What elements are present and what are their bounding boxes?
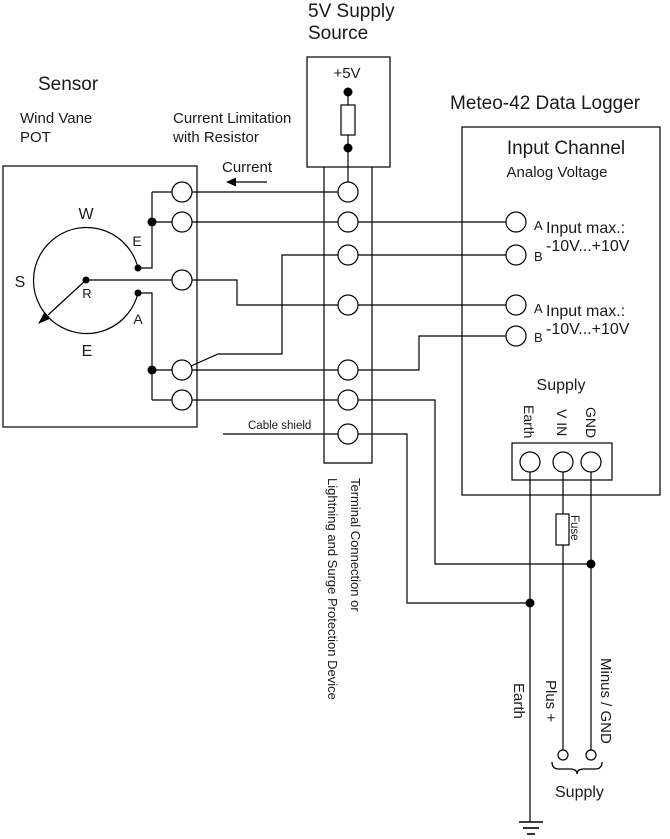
supply-plus-end <box>557 749 569 761</box>
analog-voltage-label: Analog Voltage <box>507 164 608 181</box>
wiper-arrow-head <box>38 311 51 324</box>
input1-a-label: A <box>534 218 543 233</box>
strip-terminal <box>337 244 359 266</box>
wire-diagonal-to-b1 <box>190 254 516 367</box>
input2-a-label: A <box>534 301 543 316</box>
current-arrow-head <box>226 177 236 187</box>
input1-max-label: Input max.: <box>546 220 625 237</box>
junction-dot <box>525 598 535 608</box>
sensor-terminal <box>171 269 193 291</box>
sensor-type-line1: Wind Vane <box>20 110 92 127</box>
pot-label-end-bottom: A <box>133 311 143 327</box>
wire-wiper-to-a2 <box>86 279 516 306</box>
fuse-label: Fuse <box>568 515 580 541</box>
plus5v-label: +5V <box>333 65 360 82</box>
ground-symbol <box>519 821 543 835</box>
strip-terminal <box>337 389 359 411</box>
pot-label-south: S <box>15 274 26 291</box>
resistor <box>340 104 356 136</box>
input-terminal-a2 <box>505 294 527 316</box>
supply-terminal-box <box>511 442 613 481</box>
supply-source-title-line1: 5V Supply <box>308 1 395 22</box>
pot-label-west: W <box>78 206 94 223</box>
strip-label-line1: Terminal Connection or <box>348 478 363 612</box>
strip-terminal <box>337 359 359 381</box>
symbols <box>38 177 603 835</box>
cable-shield-label: Cable shield <box>248 420 311 432</box>
wires <box>47 92 592 822</box>
strip-label-line2: Lightning and Surge Protection Device <box>325 478 340 700</box>
junction-dots <box>82 87 596 608</box>
sensor-terminal <box>171 181 193 203</box>
wire-row-gnd <box>152 399 591 565</box>
junction-dot <box>147 365 157 375</box>
pot-label-east-bottom: E <box>82 343 93 360</box>
bottom-plus-label: Plus + <box>542 680 559 722</box>
sensor-type-line2: POT <box>20 129 51 146</box>
sensor-title: Sensor <box>38 74 99 95</box>
junction-dot <box>147 217 157 227</box>
fuse <box>555 513 570 546</box>
supply-vin-label: V IN <box>554 409 570 436</box>
input-channel-title: Input Channel <box>507 138 625 159</box>
junction-dot <box>586 559 596 569</box>
supply-block-title: Supply <box>537 377 586 394</box>
input2-range-label: -10V...+10V <box>546 321 630 338</box>
strip-terminal <box>337 423 359 445</box>
input-terminal-b2 <box>505 325 527 347</box>
supply-terminal-gnd <box>580 451 602 473</box>
input-terminal-b1 <box>505 244 527 266</box>
supply-earth-label: Earth <box>521 405 537 438</box>
input1-range-label: -10V...+10V <box>546 238 630 255</box>
pot-end-dot <box>134 264 142 272</box>
sensor-terminal <box>171 359 193 381</box>
pot-label-wiper: R <box>82 286 91 301</box>
input2-b-label: B <box>534 330 543 345</box>
terminals <box>171 181 602 761</box>
bottom-minus-label: Minus / GND <box>597 658 614 744</box>
input-channel-box <box>461 126 661 496</box>
pot-end-dot <box>134 289 142 297</box>
current-limitation-line1: Current Limitation <box>173 110 291 127</box>
junction-dot <box>343 143 353 153</box>
input1-b-label: B <box>534 249 543 264</box>
wire-sensor-left-bus <box>138 192 153 269</box>
terminal-strip-outline <box>323 167 373 464</box>
sensor-terminal <box>171 389 193 411</box>
wire-row-b2 <box>152 335 516 371</box>
pot-circle <box>32 226 139 335</box>
bottom-earth-label: Earth <box>510 683 527 719</box>
logger-title: Meteo-42 Data Logger <box>450 93 641 114</box>
supply-source-title-line2: Source <box>308 23 368 44</box>
sensor-box <box>2 165 198 428</box>
supply-terminal-earth <box>519 451 541 473</box>
input-terminal-a1 <box>505 211 527 233</box>
strip-terminal <box>337 181 359 203</box>
boxes <box>2 56 661 546</box>
pot-wiper-dot <box>82 276 90 284</box>
pot-wiper-line <box>47 279 87 316</box>
supply-gnd-label: GND <box>583 407 599 438</box>
supply-bottom-label: Supply <box>555 784 604 801</box>
supply-brace <box>551 761 603 775</box>
strip-terminal <box>337 294 359 316</box>
strip-terminal <box>337 211 359 233</box>
input2-max-label: Input max.: <box>546 303 625 320</box>
current-label: Current <box>222 159 273 176</box>
supply-source-box <box>306 56 391 168</box>
junction-dot <box>343 87 353 97</box>
sensor-terminal <box>171 211 193 233</box>
pot-label-end-top: E <box>132 233 141 249</box>
wire-cable-shield <box>223 433 530 604</box>
supply-terminal-vin <box>552 451 574 473</box>
supply-minus-end <box>585 749 597 761</box>
current-limitation-line2: with Resistor <box>172 129 259 146</box>
wire-pot-lower-bus <box>138 292 153 400</box>
